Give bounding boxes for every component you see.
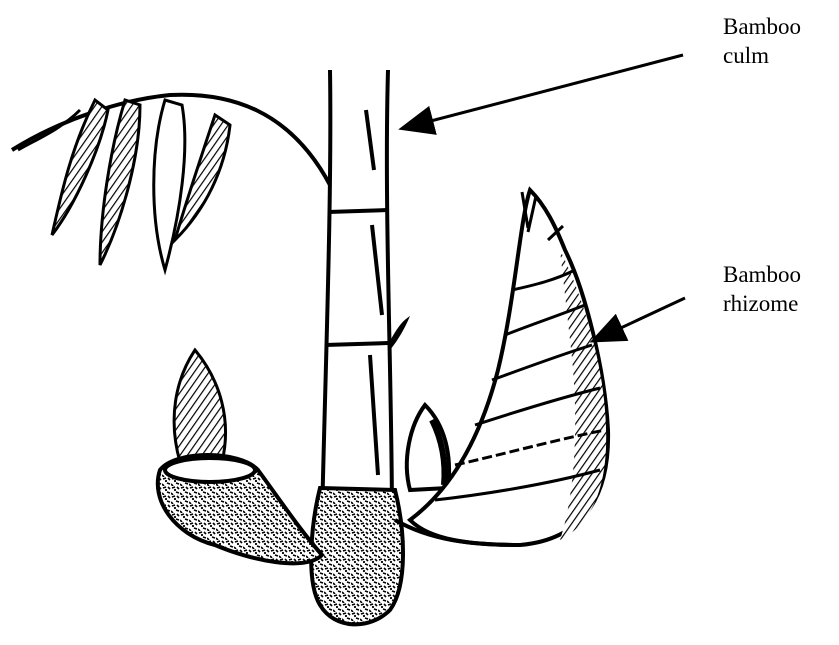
rhizome-label: Bamboo rhizome (723, 260, 801, 318)
bamboo-rhizome (395, 190, 608, 545)
small-bud (407, 405, 449, 490)
rhizome-label-line2: rhizome (723, 289, 801, 318)
culm-base (311, 488, 403, 624)
left-shoot (158, 350, 322, 563)
rhizome-label-line1: Bamboo (723, 260, 801, 289)
bamboo-leaves (12, 95, 330, 270)
rhizome-arrow (595, 298, 685, 340)
culm-arrow (404, 55, 683, 128)
bamboo-culm (322, 70, 410, 520)
culm-label-line2: culm (723, 41, 801, 70)
culm-label-line1: Bamboo (723, 12, 801, 41)
culm-label: Bamboo culm (723, 12, 801, 70)
